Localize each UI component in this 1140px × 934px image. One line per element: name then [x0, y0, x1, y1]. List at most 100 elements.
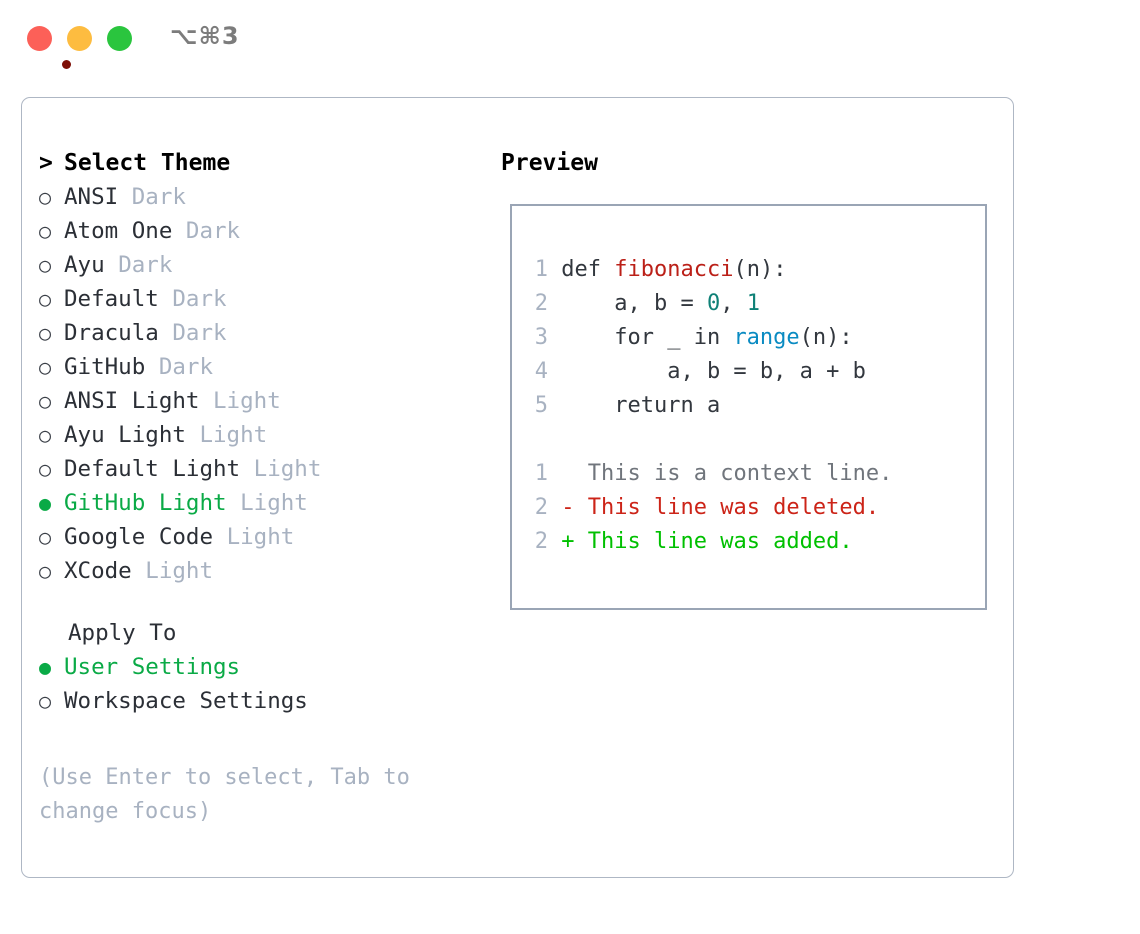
- select-theme-heading-label: Select Theme: [64, 150, 231, 176]
- code-diff-separator: [528, 423, 892, 457]
- preview-heading: Preview: [501, 150, 598, 176]
- radio-unselected-icon: ○: [39, 219, 52, 243]
- code-line: 2 a, b = 0, 1: [528, 287, 892, 321]
- select-theme-heading: > Select Theme: [39, 146, 489, 180]
- line-number: 5: [534, 393, 548, 418]
- theme-list-item[interactable]: ○Default Light Light: [39, 452, 489, 486]
- code-token: def: [561, 257, 615, 282]
- radio-unselected-icon: ○: [39, 559, 52, 583]
- theme-name-label: XCode: [64, 558, 132, 584]
- diff-line: 2 - This line was deleted.: [528, 491, 892, 525]
- theme-variant-tag: Light: [145, 558, 214, 584]
- theme-list-item[interactable]: ○ANSI Light Light: [39, 384, 489, 418]
- theme-variant-tag: Dark: [118, 252, 173, 278]
- theme-list-item[interactable]: ● GitHub Light Light: [39, 486, 489, 520]
- theme-variant-tag: Dark: [158, 354, 214, 380]
- code-token: a, b = b, a + b: [561, 359, 866, 384]
- theme-list-item[interactable]: ○ Google Code Light: [39, 520, 489, 554]
- code-line: 5 return a: [528, 389, 892, 423]
- code-token: (n):: [799, 325, 853, 350]
- diff-marker: +: [561, 529, 588, 554]
- theme-name-label: Ayu Light: [64, 422, 186, 448]
- theme-list-item[interactable]: ○ GitHub Dark: [39, 350, 489, 384]
- code-token: for _ in: [561, 325, 734, 350]
- main-panel: >Select Theme ○ANSI Dark○Atom One Dark○A…: [21, 97, 1014, 878]
- line-number: 3: [534, 325, 548, 350]
- apply-to-item[interactable]: ○ Workspace Settings: [39, 684, 489, 718]
- theme-name-label: GitHub Light: [64, 490, 227, 516]
- radio-unselected-icon: ○: [39, 355, 52, 379]
- theme-list-item[interactable]: ○ Atom One Dark: [39, 214, 489, 248]
- theme-name-label: ANSI Light: [64, 388, 200, 414]
- line-number: 2: [534, 529, 548, 554]
- line-number: 2: [534, 291, 548, 316]
- radio-selected-icon: ●: [39, 491, 52, 515]
- theme-variant-tag: Dark: [172, 286, 227, 312]
- theme-list-item[interactable]: ○ XCode Light: [39, 554, 489, 588]
- theme-name-label: Ayu: [64, 252, 105, 278]
- recording-indicator-icon: [62, 60, 71, 69]
- theme-variant-tag: Light: [213, 388, 281, 414]
- diff-marker: -: [561, 495, 588, 520]
- apply-to-item[interactable]: ●User Settings: [39, 650, 489, 684]
- diff-line: 1 This is a context line.: [528, 457, 893, 491]
- theme-list-item[interactable]: ○ Ayu Dark: [39, 248, 489, 282]
- radio-unselected-icon: ○: [39, 253, 52, 277]
- theme-list-item[interactable]: ○Dracula Dark: [39, 316, 489, 350]
- title-bar: ⌥⌘3: [0, 0, 1140, 76]
- diff-text: This line was deleted.: [587, 495, 880, 520]
- theme-name-label: Google Code: [64, 524, 214, 550]
- apply-to-list: ●User Settings ○ Workspace Settings: [39, 650, 489, 718]
- line-number: 1: [534, 257, 548, 282]
- radio-unselected-icon: ○: [39, 689, 52, 713]
- code-line: 3 for _ in range(n):: [528, 321, 892, 355]
- radio-unselected-icon: ○: [39, 287, 52, 311]
- code-token: 1: [746, 291, 760, 316]
- keyboard-shortcut-label: ⌥⌘3: [170, 22, 240, 50]
- theme-variant-tag: Light: [253, 456, 322, 482]
- code-token: range: [733, 325, 800, 350]
- theme-variant-tag: Light: [240, 490, 308, 516]
- radio-unselected-icon: ○: [39, 423, 52, 447]
- maximize-button[interactable]: [107, 26, 132, 51]
- code-token: ,: [720, 291, 747, 316]
- theme-list-item[interactable]: ○ Default Dark: [39, 282, 489, 316]
- theme-list-item[interactable]: ○ Ayu Light Light: [39, 418, 489, 452]
- diff-text: This is a context line.: [587, 461, 893, 486]
- theme-name-label: Atom One: [64, 218, 173, 244]
- theme-variant-tag: Dark: [172, 320, 227, 346]
- theme-list-item[interactable]: ○ ANSI Dark: [39, 180, 489, 214]
- code-token: fibonacci: [614, 257, 734, 282]
- code-token: (n):: [733, 257, 787, 282]
- apply-to-label: Workspace Settings: [64, 688, 308, 714]
- code-line: 1 def fibonacci(n):: [528, 253, 892, 287]
- minimize-button[interactable]: [67, 26, 92, 51]
- line-number: 2: [534, 495, 548, 520]
- diff-marker: [561, 461, 588, 486]
- radio-unselected-icon: ○: [39, 321, 52, 345]
- theme-name-label: GitHub: [64, 354, 146, 380]
- code-token: return a: [561, 393, 721, 418]
- line-number: 1: [534, 461, 548, 486]
- code-token: a, b =: [561, 291, 707, 316]
- theme-name-label: Default: [64, 286, 159, 312]
- line-number: 4: [534, 359, 548, 384]
- close-button[interactable]: [27, 26, 71, 69]
- theme-variant-tag: Dark: [131, 184, 186, 210]
- theme-variant-tag: Dark: [185, 218, 241, 244]
- diff-text: This line was added.: [587, 529, 853, 554]
- radio-unselected-icon: ○: [39, 525, 52, 549]
- theme-variant-tag: Light: [199, 422, 268, 448]
- theme-selection-column: >Select Theme ○ANSI Dark○Atom One Dark○A…: [39, 146, 489, 718]
- code-line: 4 a, b = b, a + b: [528, 355, 892, 389]
- theme-name-label: ANSI: [64, 184, 119, 210]
- apply-to-label: User Settings: [64, 654, 241, 680]
- radio-unselected-icon: ○: [39, 457, 52, 481]
- caret-icon: >: [39, 150, 53, 176]
- theme-variant-tag: Light: [226, 524, 295, 550]
- radio-unselected-icon: ○: [39, 185, 52, 209]
- diff-line: 2 + This line was added.: [528, 525, 892, 559]
